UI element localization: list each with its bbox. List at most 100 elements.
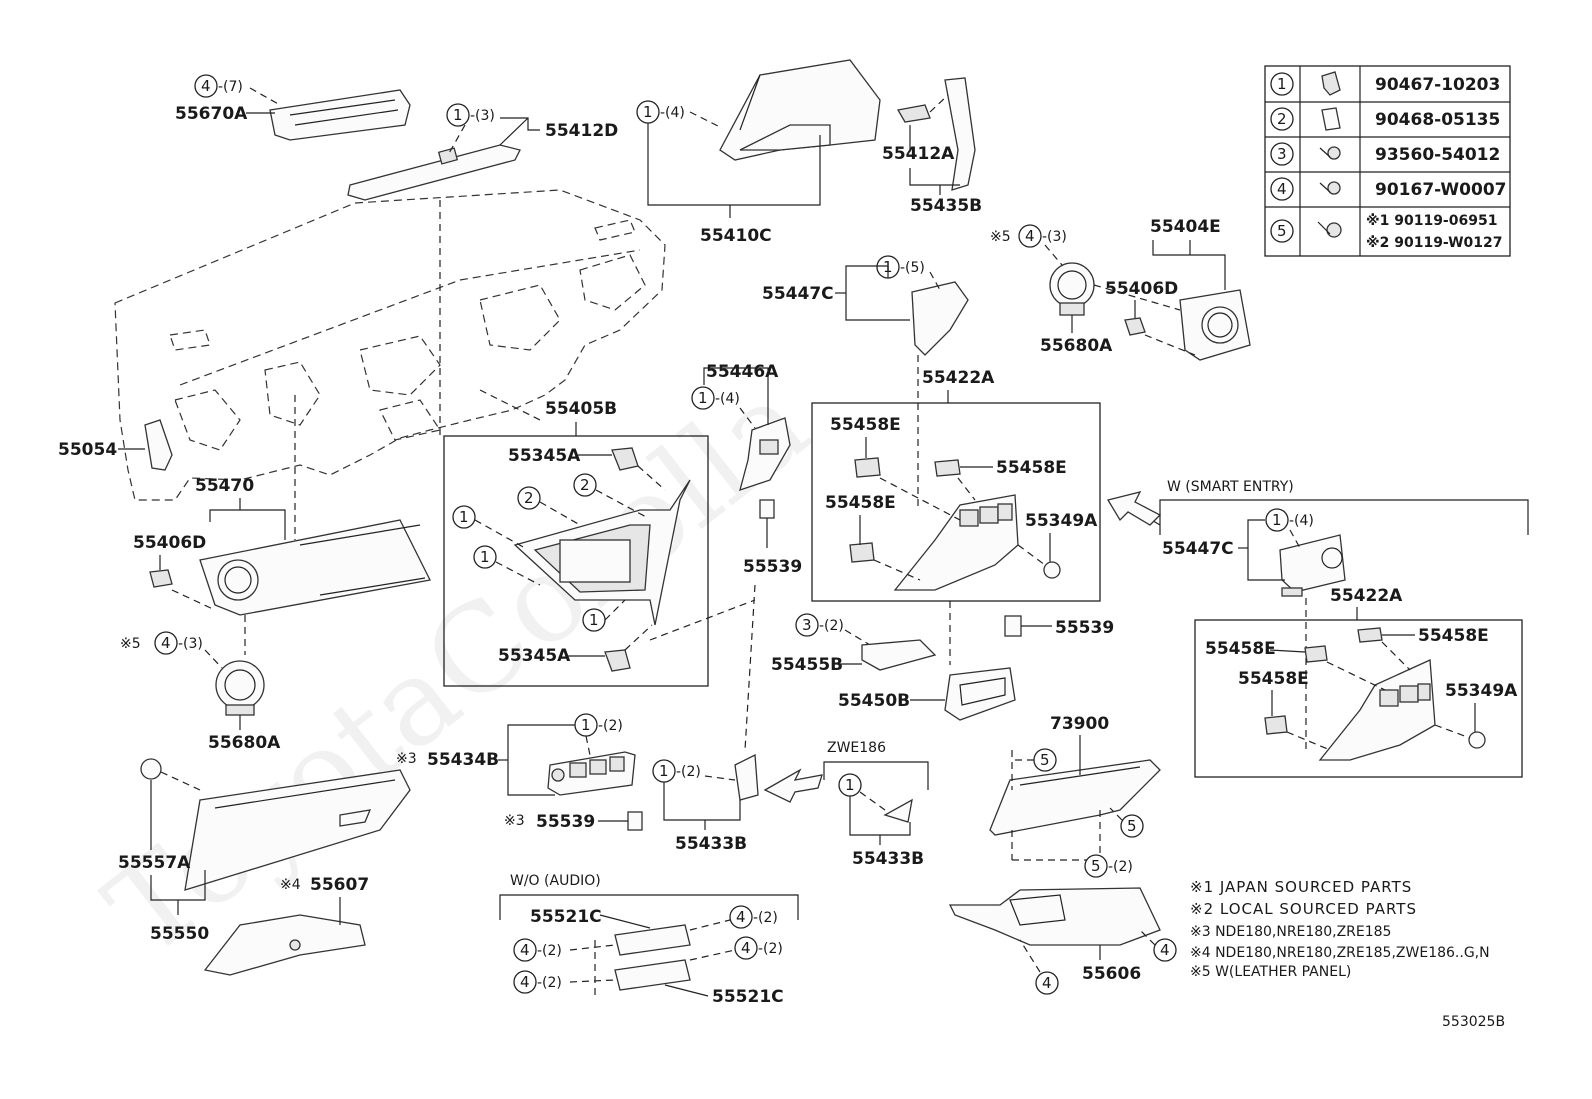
label-55446A: 55446A	[706, 362, 779, 382]
label-55349A-smart: 55349A	[1445, 681, 1518, 701]
label-55550: 55550	[150, 924, 209, 944]
svg-text:-(3): -(3)	[1042, 229, 1067, 245]
svg-text:1: 1	[453, 106, 463, 124]
section-smart-entry: W (SMART ENTRY) 1 -(4) 55447C 55422A 554…	[1159, 479, 1529, 778]
instrument-panel-outline	[114, 189, 666, 501]
label-smart-entry: W (SMART ENTRY)	[1167, 479, 1294, 495]
part-55412A-55435B: 55412A 55435B	[882, 77, 982, 216]
part-55455B-group: 55539 3 -(2) 55455B 55450B	[771, 601, 1114, 721]
svg-text:4: 4	[1042, 974, 1052, 992]
svg-text:-(2): -(2)	[598, 718, 623, 734]
part-73900-group: 73900 5 5 5 -(2)	[989, 714, 1161, 878]
screw-icon	[1327, 181, 1341, 195]
label-55670A: 55670A	[175, 104, 248, 124]
svg-text:-(2): -(2)	[1108, 859, 1133, 875]
table-partno-5a: ※1 90119-06951	[1366, 213, 1497, 229]
part-55405B-group: 55405B 55345A 55345A 1 2 2 1 1	[443, 399, 709, 687]
label-55607: 55607	[310, 875, 369, 895]
label-55410C: 55410C	[700, 226, 772, 246]
svg-text:-(4): -(4)	[1289, 513, 1314, 529]
svg-text:-(7): -(7)	[218, 79, 243, 95]
label-wo-audio: W/O (AUDIO)	[510, 873, 601, 889]
label-55054: 55054	[58, 440, 117, 460]
table-partno-2: 90468-05135	[1375, 110, 1500, 130]
part-55422A-center-group: 55422A 55458E 55458E 55458E 55349A	[811, 355, 1101, 602]
label-55404E: 55404E	[1150, 217, 1221, 237]
footnote-3: ※3 NDE180,NRE180,ZRE185	[1190, 924, 1391, 940]
table-partno-5b: ※2 90119-W0127	[1366, 235, 1503, 251]
svg-text:※4: ※4	[280, 877, 301, 893]
label-55455B: 55455B	[771, 655, 843, 675]
label-55349A-center: 55349A	[1025, 511, 1098, 531]
part-55447C-top: 1 -(5) 55447C	[762, 255, 969, 356]
label-55458E-b: 55458E	[996, 458, 1067, 478]
svg-text:5: 5	[1040, 751, 1050, 769]
label-55539-c: 55539	[536, 812, 595, 832]
svg-text:-(2): -(2)	[537, 943, 562, 959]
part-55670A: 4 -(7) 55670A	[175, 74, 411, 141]
svg-text:-(2): -(2)	[676, 764, 701, 780]
section-wo-audio: W/O (AUDIO) 55521C 55521C 4 -(2) 4 -(2) …	[499, 873, 799, 1007]
svg-text:1: 1	[480, 548, 490, 566]
svg-text:4: 4	[741, 939, 751, 957]
label-55470: 55470	[195, 476, 254, 496]
part-glovebox-group: 55557A 55550 ※4 55607	[118, 758, 411, 976]
part-55433B-left: 1 -(2) 55433B	[652, 753, 759, 854]
svg-text:-(3): -(3)	[470, 108, 495, 124]
svg-text:1: 1	[643, 103, 653, 121]
label-55539-a: 55539	[743, 557, 802, 577]
label-55406D-right: 55406D	[1105, 279, 1178, 299]
label-55433B-left: 55433B	[675, 834, 747, 854]
svg-text:1: 1	[581, 716, 591, 734]
svg-text:2: 2	[580, 476, 590, 494]
label-55521C-bottom: 55521C	[712, 987, 784, 1007]
label-55422A-center: 55422A	[922, 368, 995, 388]
label-55458E-c: 55458E	[825, 493, 896, 513]
footnotes: ※1 JAPAN SOURCED PARTS ※2 LOCAL SOURCED …	[1190, 878, 1490, 980]
svg-text:1: 1	[698, 389, 708, 407]
label-55412D: 55412D	[545, 121, 618, 141]
part-55446A-group: 55446A 1 -(4) 55539	[649, 362, 802, 751]
label-55406D-left: 55406D	[133, 533, 206, 553]
part-55412D: 1 -(3) 55412D	[347, 103, 618, 201]
svg-text:-(2): -(2)	[753, 910, 778, 926]
svg-text:4: 4	[1025, 227, 1035, 245]
table-partno-3: 93560-54012	[1375, 145, 1500, 165]
label-55680A-right: 55680A	[1040, 336, 1113, 356]
label-55606: 55606	[1082, 964, 1141, 984]
svg-text:-(4): -(4)	[715, 391, 740, 407]
svg-text:4: 4	[1277, 180, 1287, 198]
table-partno-1: 90467-10203	[1375, 75, 1500, 95]
svg-text:1: 1	[459, 508, 469, 526]
svg-text:1: 1	[589, 611, 599, 629]
label-55539-b: 55539	[1055, 618, 1114, 638]
watermark: ToyotaCorolla	[82, 353, 833, 983]
label-55458E-e: 55458E	[1418, 626, 1489, 646]
svg-text:3: 3	[1277, 145, 1287, 163]
part-55054: 55054	[58, 419, 173, 471]
svg-text:4: 4	[1160, 941, 1170, 959]
clip-icon	[1321, 107, 1341, 131]
svg-text:※3: ※3	[396, 751, 417, 767]
svg-text:-(2): -(2)	[537, 975, 562, 991]
clip-icon	[1321, 71, 1341, 96]
svg-text:4: 4	[520, 941, 530, 959]
part-55606-group: 4 4 55606	[948, 887, 1177, 995]
label-55435B: 55435B	[910, 196, 982, 216]
part-55410C: 1 -(4) 55410C	[636, 59, 881, 246]
svg-text:1: 1	[1277, 75, 1287, 93]
svg-text:1: 1	[845, 776, 855, 794]
svg-text:2: 2	[524, 489, 534, 507]
table-partno-4: 90167-W0007	[1375, 180, 1507, 200]
label-55458E-a: 55458E	[830, 415, 901, 435]
svg-text:1: 1	[1272, 511, 1282, 529]
svg-text:5: 5	[1277, 222, 1287, 240]
label-55345A-bottom: 55345A	[498, 646, 571, 666]
svg-text:4: 4	[520, 973, 530, 991]
label-55405B: 55405B	[545, 399, 617, 419]
part-55470-group: 55470 55406D ※5 4 -(3) 55680A	[120, 476, 431, 753]
svg-text:1: 1	[659, 762, 669, 780]
label-55557A: 55557A	[118, 853, 191, 873]
